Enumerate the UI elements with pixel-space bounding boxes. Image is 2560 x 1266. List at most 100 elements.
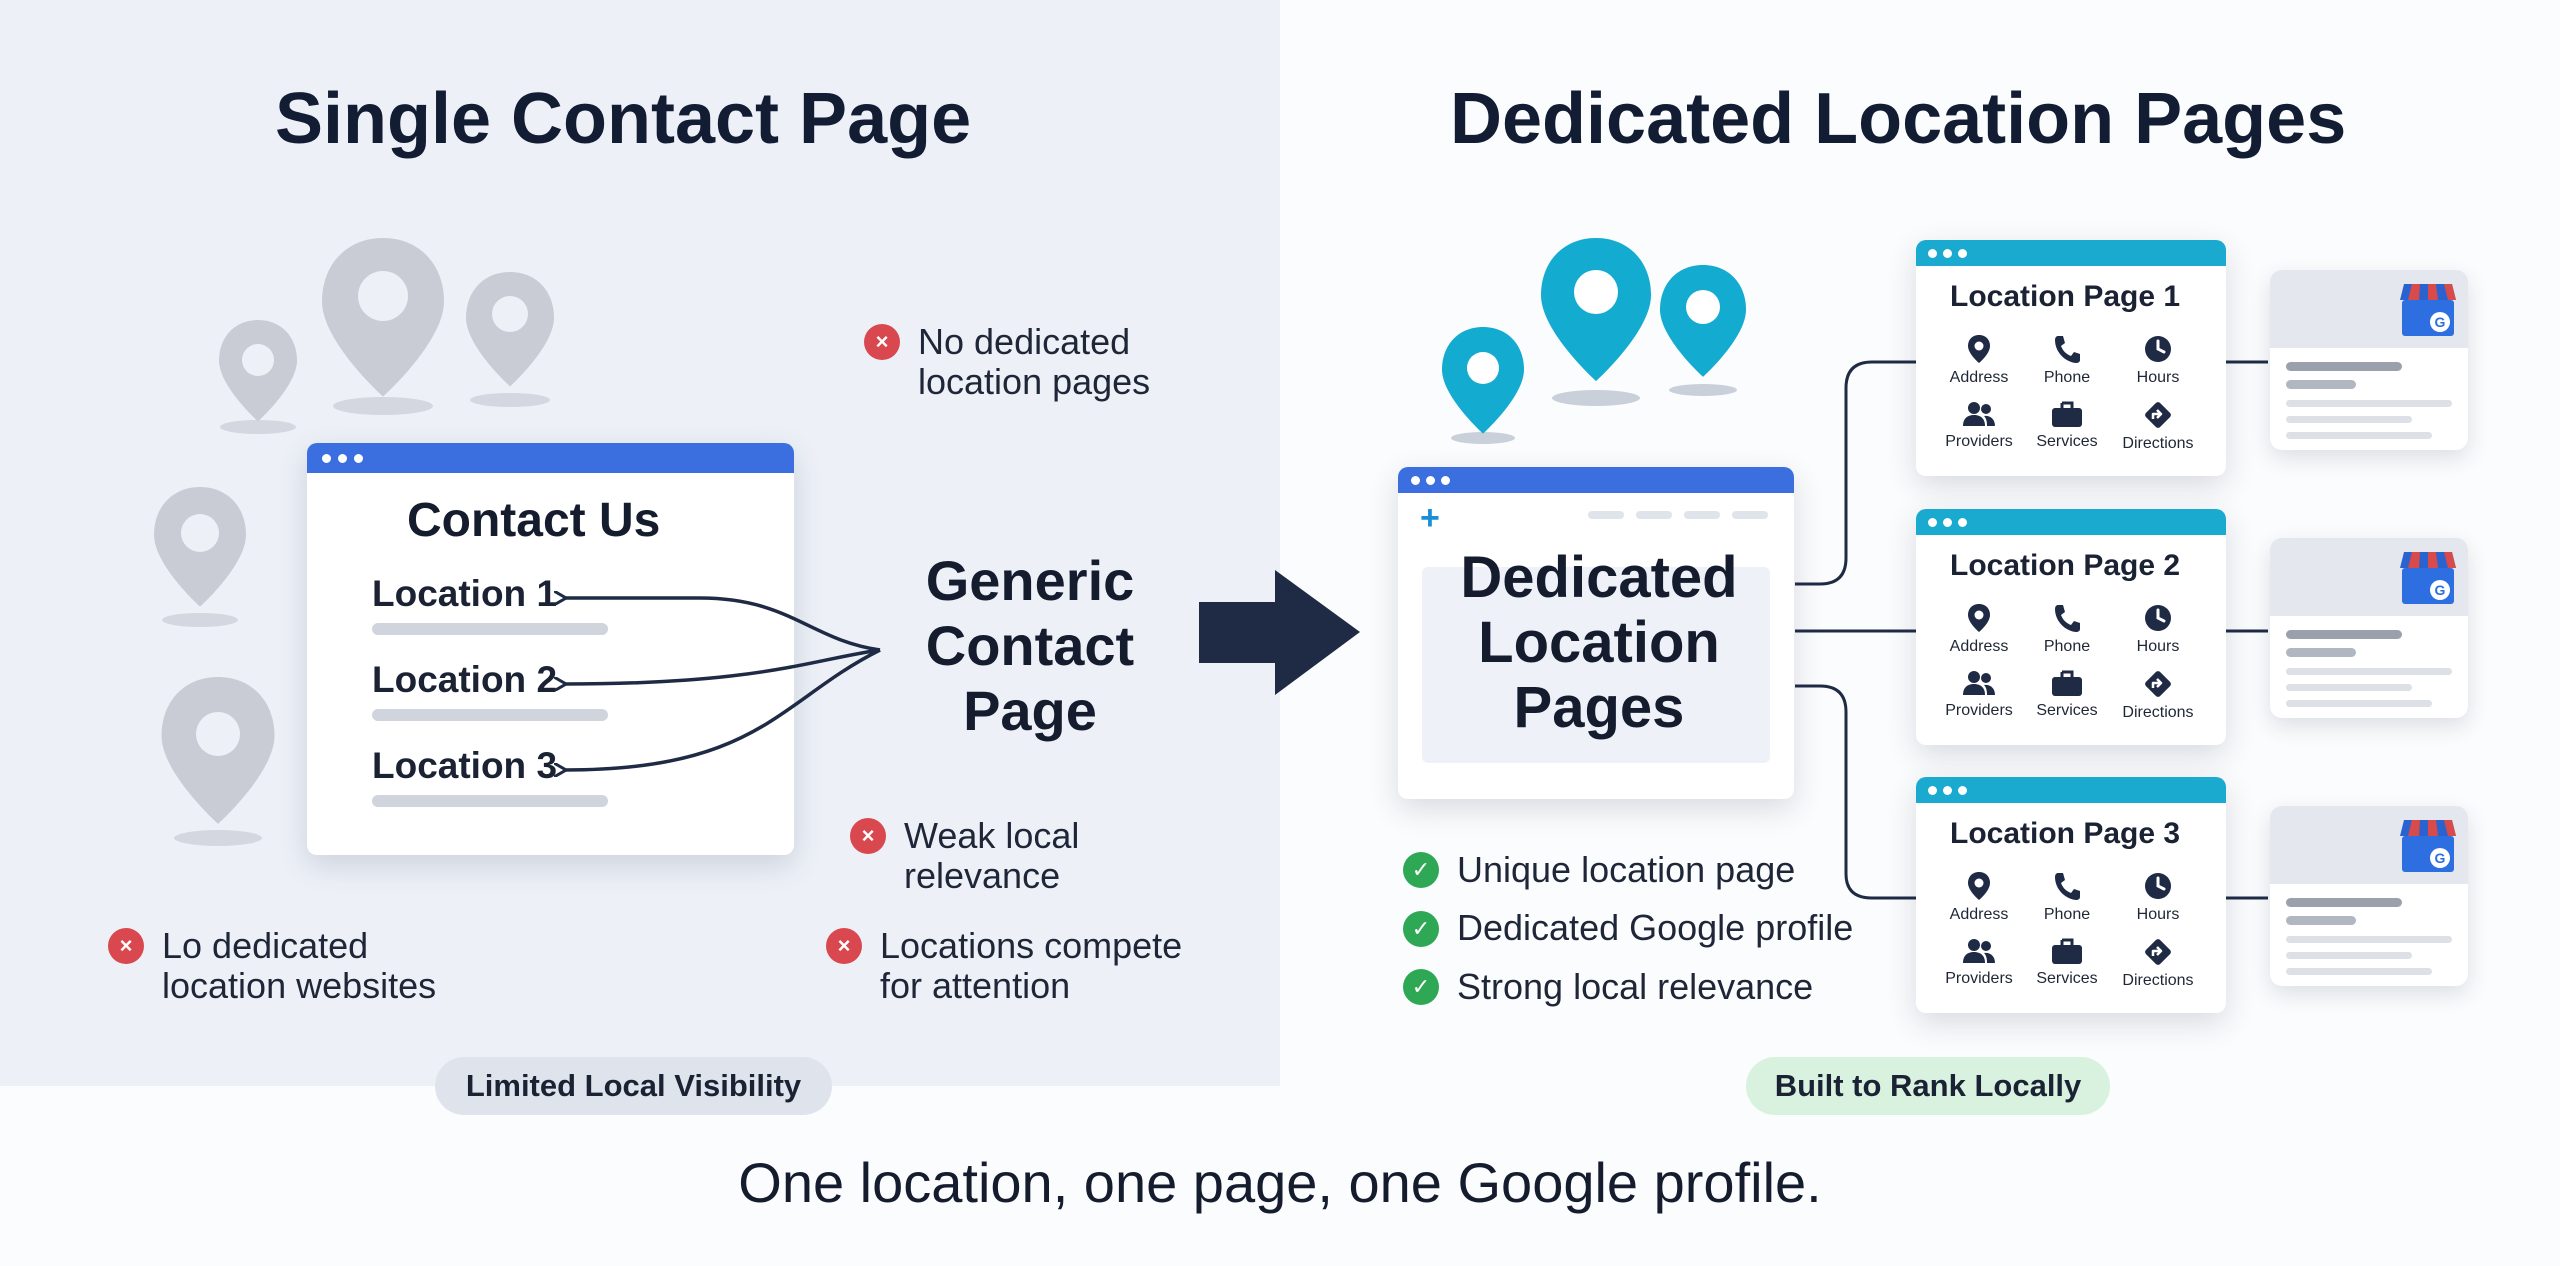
users-icon <box>1963 671 1995 695</box>
connector-lines <box>1795 360 2268 900</box>
profile-line <box>2286 952 2412 959</box>
location-page-item: Hours <box>2103 334 2213 387</box>
check-circle-icon: ✓ <box>1403 969 1439 1005</box>
location-page-item-label: Providers <box>1945 433 2013 450</box>
briefcase-icon <box>2052 938 2082 964</box>
bullet-locations-compete: Locations compete for attention <box>880 925 1183 1006</box>
window-dot <box>1943 249 1952 258</box>
window-titlebar <box>307 443 794 473</box>
profile-line <box>2286 630 2402 639</box>
right-arrow-icon <box>1199 570 1360 695</box>
window-dot <box>1958 249 1967 258</box>
profile-line <box>2286 916 2356 925</box>
google-profile-card-1: G <box>2270 270 2468 450</box>
location-page-item: Services <box>2012 669 2122 720</box>
location-page-item: Providers <box>1924 400 2034 451</box>
window-titlebar <box>1916 509 2226 535</box>
nav-placeholder <box>1636 511 1672 519</box>
map-pin-icon <box>1660 265 1746 396</box>
location-page-item: Services <box>2012 937 2122 988</box>
window-titlebar <box>1916 240 2226 266</box>
built-to-rank-pill: Built to Rank Locally <box>1746 1057 2110 1115</box>
svg-text:G: G <box>2435 582 2446 598</box>
location-1-label: Location 1 <box>372 573 558 614</box>
map-pin-icon <box>466 272 554 407</box>
profile-line <box>2286 668 2452 675</box>
window-dot <box>1943 786 1952 795</box>
cyan-pins-illustration <box>1442 238 1746 444</box>
location-page-item: Phone <box>2012 603 2122 656</box>
clock-icon <box>2145 336 2171 362</box>
connector-to-page-3 <box>1795 684 1916 900</box>
location-page-item-label: Phone <box>2043 638 2091 655</box>
google-business-store-icon: G <box>2400 552 2456 604</box>
check-circle-icon: ✓ <box>1403 911 1439 947</box>
bullet-no-dedicated-pages: No dedicated location pages <box>918 321 1151 402</box>
directions-icon <box>2145 402 2171 428</box>
location-page-item-label: Phone <box>2043 369 2091 386</box>
directions-icon <box>2145 939 2171 965</box>
location-page-item-label: Providers <box>1945 702 2013 719</box>
location-page-item: Services <box>2012 400 2122 451</box>
phone-icon <box>2055 873 2080 900</box>
gray-pins-illustration <box>154 238 554 846</box>
x-circle-icon: × <box>850 818 886 854</box>
profile-line <box>2286 400 2452 407</box>
profile-line <box>2286 968 2432 975</box>
window-dot <box>1441 476 1450 485</box>
svg-text:G: G <box>2435 314 2446 330</box>
briefcase-icon <box>2052 670 2082 696</box>
window-dot <box>1928 786 1937 795</box>
directions-icon <box>2145 671 2171 697</box>
window-titlebar <box>1916 777 2226 803</box>
map-pin-icon <box>1442 327 1524 444</box>
location-page-item-label: Services <box>2036 702 2098 719</box>
window-dot <box>338 454 347 463</box>
location-page-title: Location Page 1 <box>1950 280 2181 313</box>
profile-line <box>2286 416 2412 423</box>
content-panel <box>1422 567 1770 763</box>
location-page-item: Directions <box>2103 669 2213 722</box>
location-2-label: Location 2 <box>372 659 558 700</box>
location-page-title: Location Page 2 <box>1950 549 2181 582</box>
location-page-item-label: Directions <box>2122 435 2194 452</box>
arrow-to-location-2 <box>565 648 881 684</box>
window-dot <box>1958 518 1967 527</box>
location-page-item: Phone <box>2012 871 2122 924</box>
arrow-to-location-3 <box>565 648 881 770</box>
contact-us-heading: Contact Us <box>407 494 661 547</box>
profile-line <box>2286 648 2356 657</box>
window-dot <box>1958 786 1967 795</box>
location-page-item: Address <box>1924 871 2034 924</box>
nav-placeholder <box>1732 511 1768 519</box>
clock-icon <box>2145 873 2171 899</box>
profile-line <box>2286 432 2432 439</box>
check-unique-page: Unique location page <box>1457 849 1796 890</box>
location-page-item: Hours <box>2103 871 2213 924</box>
users-icon <box>1963 939 1995 963</box>
location-page-item-label: Hours <box>2136 638 2180 655</box>
location-page-item-label: Services <box>2036 433 2098 450</box>
map-pin-icon <box>219 320 297 434</box>
location-page-item-label: Address <box>1949 369 2009 386</box>
footer-tagline: One location, one page, one Google profi… <box>738 1151 1822 1214</box>
location-page-item: Directions <box>2103 400 2213 453</box>
location-page-item-label: Address <box>1949 638 2009 655</box>
location-page-item-label: Directions <box>2122 704 2194 721</box>
x-circle-icon: × <box>826 928 862 964</box>
location-page-item: Providers <box>1924 937 2034 988</box>
window-titlebar <box>1398 467 1794 493</box>
clock-icon <box>2145 605 2171 631</box>
profile-line <box>2286 936 2452 943</box>
window-dot <box>1411 476 1420 485</box>
briefcase-icon <box>2052 401 2082 427</box>
map-pin-icon <box>1968 604 1990 632</box>
svg-text:G: G <box>2435 850 2446 866</box>
profile-line <box>2286 362 2402 371</box>
google-business-store-icon: G <box>2400 820 2456 872</box>
nav-placeholder <box>1588 511 1624 519</box>
location-page-item-label: Hours <box>2136 369 2180 386</box>
location-page-item-label: Hours <box>2136 906 2180 923</box>
right-title: Dedicated Location Pages <box>1450 79 2347 159</box>
